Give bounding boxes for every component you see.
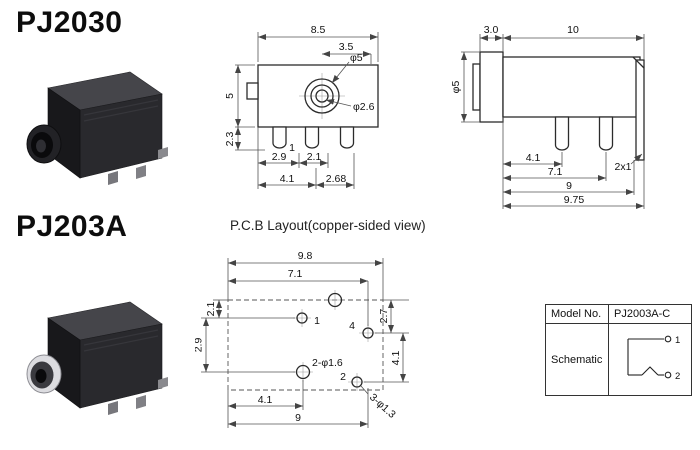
dim-span-b: 2.68 xyxy=(326,173,347,185)
front-view-dimensions: 8.5 3.5 φ5 φ2.6 5 2.3 1 2.9 2.1 4.1 2.68 xyxy=(224,24,379,189)
pcb-layout-caption: P.C.B Layout(copper-sided view) xyxy=(230,218,426,233)
schematic-row: Schematic 1 2 xyxy=(546,323,691,395)
page-title-pj203a: PJ203A xyxy=(16,210,128,243)
dim-barrel-dia: φ5 xyxy=(350,52,363,64)
model-no-value: PJ2003A-C xyxy=(614,308,671,320)
pin xyxy=(598,116,614,151)
dim-right-top: 2.7 xyxy=(378,309,390,324)
schematic-pin1: 1 xyxy=(675,335,680,346)
schematic-pin1-terminal xyxy=(664,335,672,343)
dim-bottom-a: 4.1 xyxy=(258,394,273,406)
hole-pin4 xyxy=(362,327,374,339)
dim-pin-a: 4.1 xyxy=(526,152,541,164)
schematic-pin2-terminal xyxy=(664,371,672,379)
dim-left-offset: 2.9 xyxy=(195,338,205,353)
pin xyxy=(108,171,118,185)
pin xyxy=(158,377,168,389)
pcb-outline xyxy=(227,299,384,391)
pcb-pin2-label: 2 xyxy=(340,371,346,383)
dim-bottom-b: 9 xyxy=(295,412,301,424)
dim-pin-length: 2.3 xyxy=(224,132,236,147)
jack-barrel xyxy=(26,124,62,164)
schematic-diagram: 1 2 xyxy=(627,335,680,382)
pin xyxy=(272,126,287,149)
dim-overall-width: 8.5 xyxy=(311,24,326,36)
jack-barrel-chrome xyxy=(26,354,62,394)
dim-side-barrel-dia: φ5 xyxy=(450,81,462,94)
side-leg xyxy=(635,59,645,161)
pcb-pin4-label: 4 xyxy=(349,320,355,332)
pin xyxy=(136,395,146,409)
dim-body-height: 5 xyxy=(224,93,236,99)
dim-span-a: 4.1 xyxy=(280,173,295,185)
connector-3d-body xyxy=(26,301,168,415)
pin xyxy=(136,165,146,179)
page-title-pj2030: PJ2030 xyxy=(16,6,123,39)
switch-contact-icon xyxy=(641,366,659,376)
side-view-drawing: 3.0 10 φ5 4.1 7.1 9 9.75 2x1 xyxy=(450,24,645,209)
pj2030-product-photo xyxy=(26,71,168,185)
pin-holes-label: 3-φ1.3 xyxy=(367,391,398,421)
dim-hole-span: 7.1 xyxy=(288,268,303,280)
pin xyxy=(304,126,320,149)
dim-flange-depth: 3.0 xyxy=(484,24,499,36)
pin1-label: 1 xyxy=(289,142,295,154)
hole-mount-1 xyxy=(295,364,311,380)
schematic-pin2: 2 xyxy=(675,371,680,382)
pin xyxy=(108,401,118,415)
pj203a-product-photo xyxy=(26,301,168,415)
dim-right-bottom: 4.1 xyxy=(390,351,402,366)
schematic-label: Schematic xyxy=(546,324,609,395)
hole-mount-2 xyxy=(327,292,343,308)
dim-top-offset: 2.1 xyxy=(205,302,217,317)
pcb-dimensions: 9.8 7.1 2.1 2.9 2.7 4.1 4.1 9 xyxy=(195,250,409,428)
front-view-body xyxy=(246,64,379,149)
pin xyxy=(339,126,355,149)
front-view-drawing: 8.5 3.5 φ5 φ2.6 5 2.3 1 2.9 2.1 4.1 2.68 xyxy=(224,24,379,189)
connector-3d-body xyxy=(26,71,168,185)
hole-pin1 xyxy=(296,312,308,324)
pcb-pin1-label: 1 xyxy=(314,315,320,327)
mount-holes-label: 2-φ1.6 xyxy=(312,357,343,369)
pin xyxy=(554,116,570,151)
dim-pitch-a: 2.9 xyxy=(272,151,287,163)
side-view-dimensions: 3.0 10 φ5 4.1 7.1 9 9.75 2x1 xyxy=(450,24,645,209)
side-view-body xyxy=(472,51,645,161)
dim-pin-b: 7.1 xyxy=(548,166,563,178)
dim-pcb-width: 9.8 xyxy=(298,250,313,262)
dim-body-length: 10 xyxy=(567,24,579,36)
hole-pin2 xyxy=(351,376,363,388)
pin xyxy=(158,147,168,159)
dim-inner-dia: φ2.6 xyxy=(353,101,375,113)
model-no-label: Model No. xyxy=(546,305,609,323)
dim-pin-c: 9 xyxy=(566,180,572,192)
dim-notch-width: 3.5 xyxy=(339,41,354,53)
spec-table: Model No. PJ2003A-C Schematic 1 2 xyxy=(545,304,692,396)
dim-overall: 9.75 xyxy=(564,194,585,206)
dim-leg-size: 2x1 xyxy=(615,161,632,173)
model-row: Model No. PJ2003A-C xyxy=(546,305,691,323)
dim-pitch-b: 2.1 xyxy=(307,151,322,163)
pcb-layout-drawing: 1 4 2 2-φ1.6 3-φ1.3 9.8 7.1 2.1 2.9 2.7 … xyxy=(195,250,409,428)
